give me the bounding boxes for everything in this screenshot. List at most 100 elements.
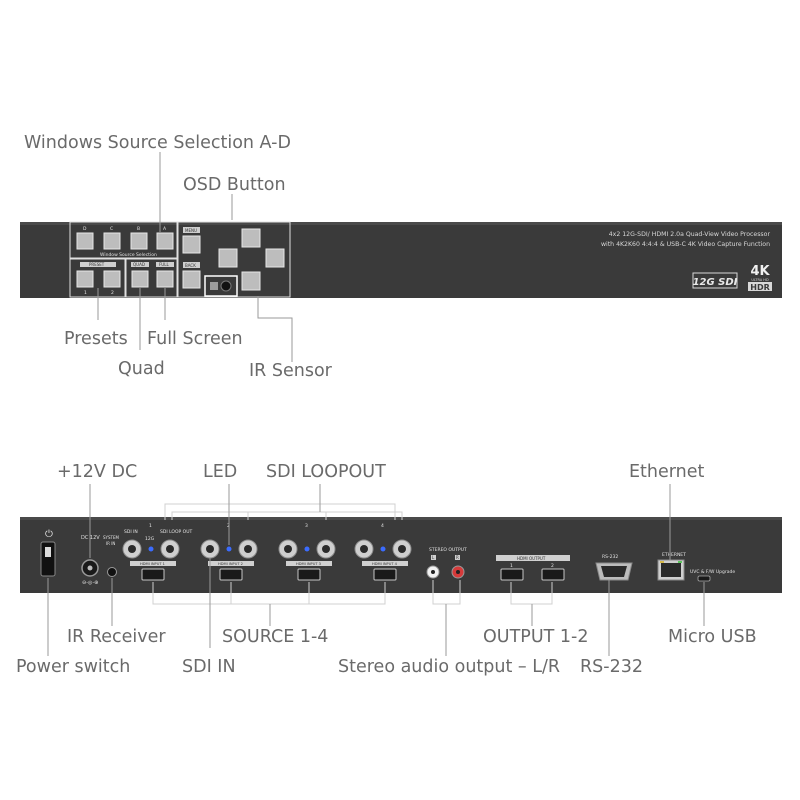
callout-led: LED xyxy=(203,462,237,482)
quad-button[interactable] xyxy=(131,270,149,288)
channel-3-number: 3 xyxy=(305,523,308,529)
hdmi-input-1-label: HDMI INPUT 1 xyxy=(140,562,165,566)
callout-ethernet: Ethernet xyxy=(629,462,705,482)
callout-quad: Quad xyxy=(118,359,165,379)
source-button-b[interactable] xyxy=(130,232,148,250)
preset-label-bar xyxy=(80,262,116,267)
audio-l-label: L xyxy=(432,555,435,560)
callout-output-1-2: OUTPUT 1-2 xyxy=(483,627,588,647)
source-button-a[interactable] xyxy=(156,232,174,250)
osd-up-button[interactable] xyxy=(241,228,261,248)
preset-label: PRESET xyxy=(89,262,105,267)
hdmi-input-3-label-bar xyxy=(286,561,332,566)
led-3 xyxy=(304,546,310,552)
power-switch-rocker xyxy=(45,547,51,557)
menu-button[interactable] xyxy=(182,235,201,254)
source-buttons: D C B A Window Source Selection xyxy=(76,226,174,258)
menu-label: MENU xyxy=(185,228,197,233)
hdmi-input-3-label: HDMI INPUT 3 xyxy=(296,562,321,566)
output-number-1: 1 xyxy=(510,563,513,569)
hdmi-input-2-port[interactable] xyxy=(219,568,243,581)
rear-callouts: +12V DC LED SDI LOOPOUT Ethernet IR Rece… xyxy=(16,462,757,677)
quad-label: QUAD xyxy=(133,262,145,267)
audio-r-tag xyxy=(455,555,460,560)
ethernet-led-left xyxy=(660,561,664,563)
stereo-output-label: STEREO OUTPUT xyxy=(429,547,467,553)
hdmi-output-label-bar xyxy=(496,555,570,561)
callout-dc-12v: +12V DC xyxy=(57,462,137,482)
callout-rs232: RS-232 xyxy=(580,657,643,677)
source-block-3: 3 HDMI INPUT 3 xyxy=(278,523,336,581)
preset-button-1[interactable] xyxy=(76,270,94,288)
dc-label: DC 12V xyxy=(81,535,100,541)
power-switch[interactable] xyxy=(40,541,56,577)
rs232-port-inner xyxy=(601,566,627,577)
callout-micro-usb: Micro USB xyxy=(668,627,757,647)
micro-usb-port[interactable] xyxy=(697,575,711,582)
audio-l-tag xyxy=(431,555,436,560)
preset-button-2[interactable] xyxy=(103,270,121,288)
channel-4-number: 4 xyxy=(381,523,384,529)
hdmi-input-3-port[interactable] xyxy=(297,568,321,581)
hdmi-input-4-port[interactable] xyxy=(373,568,397,581)
preset-number-1: 1 xyxy=(84,290,87,296)
rs232-label: RS-232 xyxy=(602,554,618,560)
hdmi-input-4-label-bar xyxy=(362,561,408,566)
callout-ir-receiver: IR Receiver xyxy=(67,627,166,647)
menu-label-bar xyxy=(183,227,200,233)
hdmi-output-label: HDMI OUTPUT xyxy=(517,556,546,561)
channel-1-number: 1 xyxy=(149,523,152,529)
ir-sensor-icon xyxy=(210,282,218,290)
full-label-bar xyxy=(156,262,174,267)
system-label: SYSTEM xyxy=(103,535,119,540)
sdi-12g-label: 12G xyxy=(145,536,155,542)
callout-sdi-in: SDI IN xyxy=(182,657,236,677)
osd-right-button[interactable] xyxy=(265,248,285,268)
hdr-badge-bg xyxy=(748,282,772,291)
rear-leaders xyxy=(47,484,705,656)
back-button[interactable] xyxy=(182,270,201,289)
back-label-bar xyxy=(183,262,200,268)
callout-sdi-loopout: SDI LOOPOUT xyxy=(266,462,386,482)
letter-c: C xyxy=(110,226,113,232)
hdmi-input-1-port[interactable] xyxy=(141,568,165,581)
callout-source-1-4: SOURCE 1-4 xyxy=(222,627,328,647)
ir-receiver-jack[interactable] xyxy=(107,567,117,577)
callout-presets: Presets xyxy=(64,329,128,349)
osd-down-button[interactable] xyxy=(241,271,261,291)
hdmi-input-2-label: HDMI INPUT 2 xyxy=(218,562,243,566)
front-panel-top-edge xyxy=(20,222,782,225)
hdmi-output-1-port[interactable] xyxy=(500,568,524,581)
4k-badge: 4K xyxy=(750,264,770,279)
source-button-d[interactable] xyxy=(76,232,94,250)
callout-ir-sensor: IR Sensor xyxy=(249,361,333,381)
usb-label: UVC & F/W Upgrade xyxy=(690,569,735,575)
full-label: FULL xyxy=(159,262,169,267)
osd-left-button[interactable] xyxy=(218,248,238,268)
rear-panel-top-edge xyxy=(20,517,782,520)
dc-jack-pin xyxy=(87,565,93,571)
hdmi-input-4-label: HDMI INPUT 4 xyxy=(372,562,398,566)
led-1 xyxy=(148,546,154,552)
source-button-c[interactable] xyxy=(103,232,121,250)
source-block-2: 2 HDMI INPUT 2 xyxy=(200,523,258,581)
front-callouts: Windows Source Selection A-D OSD Button … xyxy=(24,133,333,381)
full-screen-button[interactable] xyxy=(156,270,174,288)
sdi-loop-out-label: SDI LOOP OUT xyxy=(160,529,192,535)
letter-a: A xyxy=(163,226,167,232)
ultra-hd-text: ULTRA HD xyxy=(751,278,769,282)
output-number-2: 2 xyxy=(551,563,554,569)
polarity-icon: ⊖-◎-⊕ xyxy=(82,580,98,586)
hdmi-output-2-port[interactable] xyxy=(541,568,565,581)
window-source-caption: Window Source Selection xyxy=(100,252,157,258)
hdmi-input-1-label-bar xyxy=(130,561,176,566)
callout-full-screen: Full Screen xyxy=(147,329,243,349)
ir-sensor-window xyxy=(220,280,232,292)
audio-r-label: R xyxy=(456,555,459,560)
callout-power-switch: Power switch xyxy=(16,657,130,677)
callout-stereo-audio: Stereo audio output – L/R xyxy=(338,657,560,677)
hdmi-input-2-label-bar xyxy=(208,561,254,566)
rear-panel: ⏻ DC 12V ⊖-◎-⊕ SYSTEM IR IN 1 HDMI INPUT… xyxy=(20,517,782,593)
osd-frame xyxy=(177,221,291,298)
